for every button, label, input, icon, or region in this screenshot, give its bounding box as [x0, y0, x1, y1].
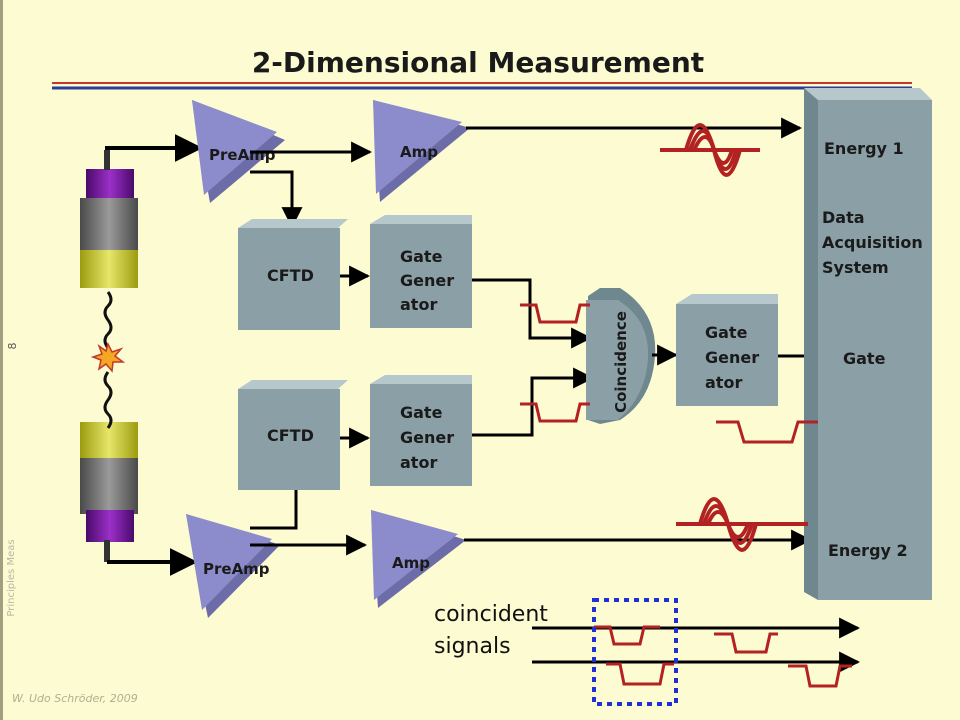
detector-bottom-icon	[80, 422, 138, 562]
radioactive-source-icon	[90, 341, 126, 373]
energy-pulse-bottom	[676, 497, 808, 552]
svg-text:Gener: Gener	[705, 348, 759, 367]
wire-preamp-bottom-to-cftd	[250, 490, 298, 530]
gate-generator-top-block: Gate Gener ator	[370, 215, 472, 328]
daq-label-line3: System	[822, 258, 889, 277]
svg-text:CFTD: CFTD	[267, 266, 314, 285]
svg-text:ator: ator	[705, 373, 742, 392]
preamp-bottom: PreAmp	[186, 514, 280, 618]
left-border	[0, 0, 3, 720]
gate-generator-right-block: Gate Gener ator	[676, 294, 778, 406]
daq-gate-label: Gate	[843, 349, 886, 368]
legend-line1: coincident	[434, 602, 548, 627]
timeline-1-pulses	[594, 625, 778, 654]
svg-text:Gate: Gate	[400, 403, 443, 422]
daq-label-line1: Data	[822, 208, 865, 227]
footer-credit: W. Udo Schröder, 2009	[12, 692, 138, 705]
legend-line2: signals	[434, 634, 511, 659]
amp-bottom: Amp	[371, 510, 466, 608]
gate-pulse-bottom	[520, 402, 590, 423]
detector-top-icon	[80, 150, 138, 288]
svg-text:Gate: Gate	[705, 323, 748, 342]
svg-text:Coincidence: Coincidence	[612, 311, 630, 413]
gate-pulse-daq	[716, 420, 818, 444]
svg-text:Gener: Gener	[400, 428, 454, 447]
wire-preamp-to-cftd-top	[250, 170, 303, 229]
svg-text:Amp: Amp	[400, 143, 438, 161]
coincidence-unit: Coincidence	[586, 288, 656, 424]
data-acquisition-system-block	[804, 88, 932, 600]
gamma-ray-down	[103, 371, 113, 429]
wire-gate-bottom-to-coincidence	[472, 367, 595, 437]
page-number: 8	[6, 343, 19, 350]
daq-energy1-label: Energy 1	[824, 139, 904, 158]
svg-text:Gener: Gener	[400, 271, 454, 290]
coincidence-highlight-box	[592, 598, 678, 706]
timeline-2-pulses	[606, 662, 852, 688]
svg-text:CFTD: CFTD	[267, 426, 314, 445]
svg-text:Gate: Gate	[400, 247, 443, 266]
amp-top: Amp	[373, 100, 470, 202]
energy-pulse-top	[660, 123, 760, 177]
side-caption: Principles Meas	[6, 539, 17, 616]
slide-title: 2-Dimensional Measurement	[252, 46, 704, 79]
gamma-ray-up	[103, 291, 113, 349]
svg-text:Amp: Amp	[392, 554, 430, 572]
cftd-bottom-block: CFTD	[238, 380, 348, 490]
daq-label-line2: Acquisition	[822, 233, 923, 252]
svg-text:ator: ator	[400, 453, 437, 472]
wire-detector-top-to-preamp	[105, 134, 203, 162]
gate-pulse-top	[520, 303, 590, 324]
cftd-top-block: CFTD	[238, 219, 348, 330]
svg-text:ator: ator	[400, 295, 437, 314]
svg-text:PreAmp: PreAmp	[209, 146, 276, 164]
wire-gate-top-to-coincidence	[472, 278, 593, 349]
gate-generator-bottom-block: Gate Gener ator	[370, 375, 472, 486]
svg-text:PreAmp: PreAmp	[203, 560, 270, 578]
daq-energy2-label: Energy 2	[828, 541, 908, 560]
